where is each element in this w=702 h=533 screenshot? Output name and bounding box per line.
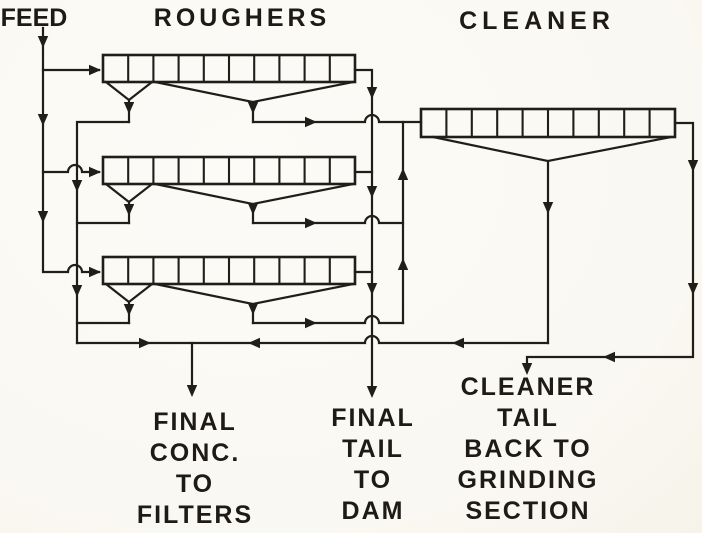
final-tail-line-4: DAM [341, 497, 405, 525]
rougher-bank-2 [101, 155, 357, 186]
feed-label: FEED [0, 4, 68, 32]
conc-collector-line [75, 120, 131, 345]
final-conc-line [75, 334, 550, 345]
final-tail-line-3: TO [353, 466, 393, 494]
rougher-bank-1 [101, 53, 357, 84]
cleaner-tail-line-1: CLEANER [460, 373, 596, 401]
rougher1-small-v [104, 80, 154, 124]
final-conc-line-1: FINAL [153, 408, 237, 436]
cleaner-tail-line-4: GRINDING [457, 466, 599, 494]
rougher2-small-v [104, 182, 154, 225]
final-conc-line-2: CONC. [149, 439, 241, 467]
cleaner-feed-line [251, 113, 423, 124]
riser-branch-2 [251, 214, 405, 225]
rougher3-small-v [104, 282, 154, 325]
final-conc-line-3: TO [175, 470, 215, 498]
cleaner-v [431, 135, 673, 345]
roughers-label: ROUGHERS [153, 4, 331, 32]
flow-arrowheads [37, 36, 699, 398]
final-tail-line-2: TAIL [342, 435, 404, 463]
cleaner-tail-line-2: TAIL [497, 404, 559, 432]
feed-branch-2 [41, 163, 101, 174]
cleaner-label: CLEANER [459, 7, 615, 35]
feed-line [41, 26, 101, 274]
cleaner-tail-line-3: BACK TO [464, 435, 592, 463]
final-conc-line-4: FILTERS [136, 501, 254, 529]
cleaner-tail-line-5: SECTION [465, 497, 591, 525]
final-tail-line-1: FINAL [331, 404, 415, 432]
riser-branch-3 [251, 314, 405, 325]
cleaner-tail-line [525, 121, 695, 369]
cleaner-tail-label: CLEANER TAIL BACK TO GRINDING SECTION [428, 372, 628, 527]
final-tail-label: FINAL TAIL TO DAM [273, 403, 473, 527]
rougher-bank-3 [101, 255, 357, 286]
cleaner-bank [419, 107, 677, 139]
final-conc-label: FINAL CONC. TO FILTERS [95, 407, 295, 531]
